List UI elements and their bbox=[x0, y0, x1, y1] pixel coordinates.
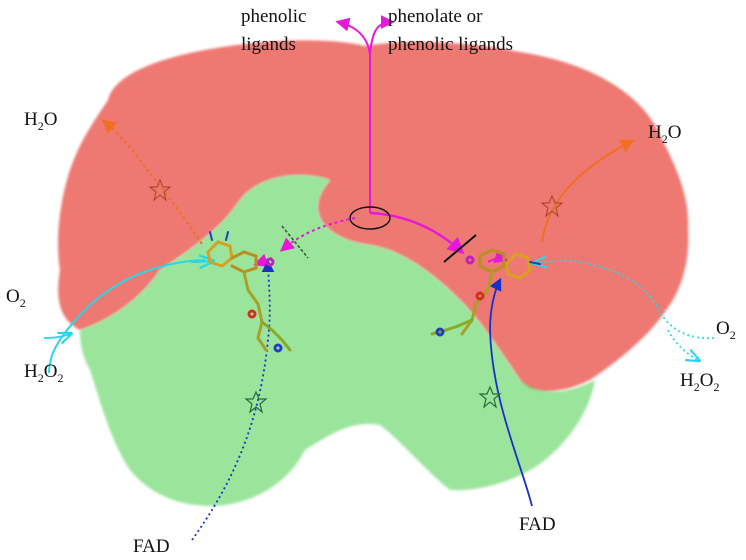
star-markers bbox=[148, 178, 564, 414]
fad-label-left: FAD bbox=[133, 536, 170, 557]
fad-label-right: FAD bbox=[519, 514, 556, 535]
fad-paths bbox=[191, 259, 533, 541]
oxygen-label-left: O2 bbox=[6, 286, 26, 310]
peroxide-label-left: H2O2 bbox=[24, 361, 63, 385]
star-marker-icon bbox=[148, 178, 172, 202]
water-label-left: H2O bbox=[24, 109, 57, 133]
phenolic-ligands-label-line2: ligands bbox=[241, 34, 296, 55]
ellipse-entry-icon bbox=[349, 206, 391, 230]
protein-red-domain bbox=[58, 40, 689, 392]
fad-cofactor-icon bbox=[206, 231, 292, 353]
star-marker-icon bbox=[244, 390, 268, 414]
star-marker-icon bbox=[478, 385, 502, 409]
water-label-right: H2O bbox=[648, 122, 681, 146]
water-paths bbox=[101, 119, 635, 245]
phenolate-label-line1: phenolate or bbox=[388, 6, 483, 27]
oxygen-paths bbox=[43, 260, 715, 374]
peroxide-label-right: H2O2 bbox=[680, 370, 719, 394]
partial-channel-icon bbox=[281, 225, 309, 259]
ligand-paths bbox=[253, 15, 509, 268]
star-marker-icon bbox=[540, 194, 564, 218]
phenolic-ligands-label-line1: phenolic bbox=[241, 6, 306, 27]
blocked-channel-icon bbox=[443, 234, 477, 263]
fad-cofactor-icon bbox=[430, 248, 541, 337]
oxygen-label-right: O2 bbox=[716, 318, 736, 342]
phenolate-label-line2: phenolic ligands bbox=[388, 34, 513, 55]
